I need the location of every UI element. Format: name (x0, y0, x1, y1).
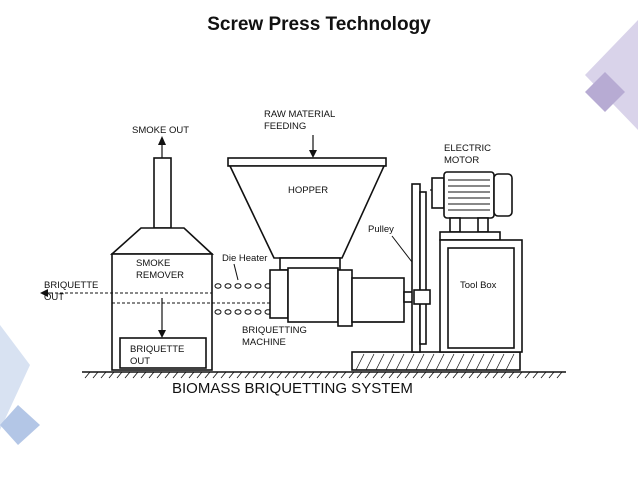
briquette-out-box-label-2: OUT (130, 356, 150, 367)
pulley (411, 183, 440, 353)
briquette-out-left-label-1: BRIQUETTE (44, 280, 98, 291)
smoke-out-label: SMOKE OUT (132, 125, 189, 136)
briquetting-press (269, 267, 521, 371)
smoke-remover-label-1: SMOKE (136, 258, 170, 269)
feed-arrow (309, 135, 317, 158)
slide-title: Screw Press Technology (207, 14, 431, 35)
electric-motor (431, 171, 513, 241)
hopper-label: HOPPER (288, 185, 328, 196)
decor-bottom-left (0, 325, 40, 445)
raw-material-label-1: RAW MATERIAL (264, 109, 335, 120)
ground (82, 371, 566, 379)
raw-material-label-2: FEEDING (264, 121, 306, 132)
briquetting-machine-label-1: BRIQUETTING (242, 325, 307, 336)
tool-box (439, 239, 523, 353)
electric-motor-label-2: MOTOR (444, 155, 479, 166)
smoke-remover-label-2: REMOVER (136, 270, 184, 281)
briquette-out-box-label-1: BRIQUETTE (130, 344, 184, 355)
decor-top-right (585, 20, 638, 130)
pulley-label: Pulley (368, 224, 394, 235)
electric-motor-label-1: ELECTRIC (444, 143, 491, 154)
die-heater-coils (214, 283, 272, 315)
smoke-out-arrow (158, 136, 166, 158)
die-heater-label: Die Heater (222, 253, 267, 264)
diagram-caption: BIOMASS BRIQUETTING SYSTEM (172, 380, 413, 397)
smoke-remover-unit (50, 157, 272, 371)
pointer-lines (40, 235, 413, 297)
briquette-out-left-label-2: OUT (44, 292, 64, 303)
tool-box-label: Tool Box (460, 280, 497, 291)
briquetting-machine-label-2: MACHINE (242, 337, 286, 348)
hopper (227, 157, 387, 271)
